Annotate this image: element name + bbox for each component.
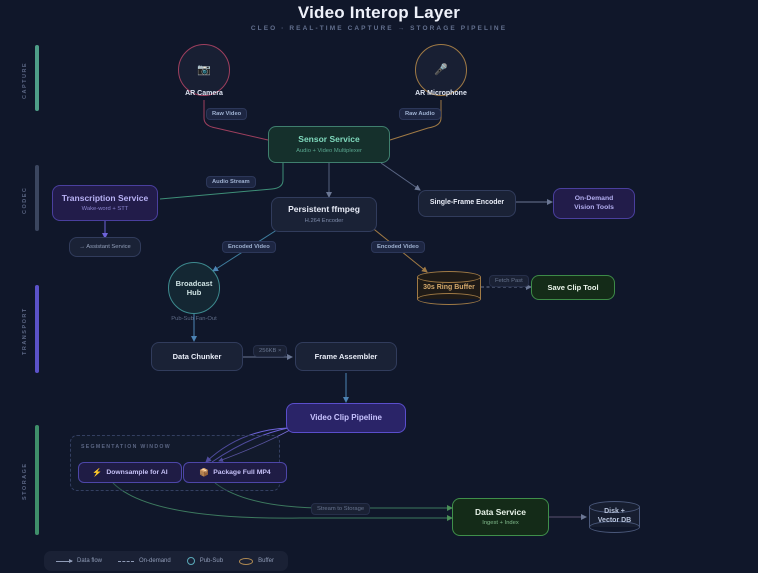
node-vision-tools-title: On-Demand [574,195,614,203]
edge-label-raw-audio: Raw Audio [399,108,441,121]
section-rail-storage [35,425,39,535]
package-icon: 📦 [199,467,210,477]
section-rail-capture [35,45,39,111]
node-vision-tools[interactable]: On-Demand Vision Tools [553,188,635,219]
node-frame-assembler[interactable]: Frame Assembler [295,342,397,371]
node-assistant-service[interactable]: → Assistant Service [69,237,141,257]
node-disk-db-label: Disk + Vector DB [589,501,640,533]
edge-label-chunk-size: 256KB × [253,345,288,358]
node-sensor-service[interactable]: Sensor Service Audio + Video Multiplexer [268,126,390,163]
edge-label-stream-to-storage: Stream to Storage [311,503,371,516]
node-sensor-service-title: Sensor Service [298,134,360,145]
node-disk-vector-db[interactable]: Disk + Vector DB [589,501,640,533]
node-ar-microphone-label: AR Microphone [415,90,467,97]
microphone-icon: 🎤 [434,63,448,76]
legend-item-pub-sub: Pub-Sub [186,557,224,565]
ring-buffer-top-ellipse [417,271,481,283]
node-broadcast-hub[interactable]: Broadcast Hub [168,262,220,314]
node-data-service[interactable]: Data Service Ingest + Index [452,498,549,536]
dashed-line-icon [118,560,135,562]
section-label-codec: CODEC [22,186,28,214]
node-broadcast-hub-caption: Pub-Sub Fan-Out [171,316,217,322]
pill-downsample-label: Downsample for AI [106,469,168,476]
ellipse-icon [239,557,254,565]
disk-db-bottom-ellipse [589,521,640,533]
node-data-service-title: Data Service [474,506,527,517]
node-disk-db-title2: Vector DB [597,517,632,524]
edge-label-raw-video: Raw Video [206,108,248,121]
node-vision-tools-title2: Vision Tools [574,203,614,211]
edge-label-fetch-past: Fetch Past [489,275,529,288]
section-rail-codec [35,165,39,231]
node-data-chunker-title: Data Chunker [172,352,222,361]
pill-package-full-mp4[interactable]: 📦 Package Full MP4 [183,462,287,483]
node-ffmpeg-title: Persistent ffmpeg [288,204,360,215]
node-video-clip-pipeline[interactable]: Video Clip Pipeline [286,403,406,433]
legend-label-buffer: Buffer [258,558,274,564]
legend-item-on-demand: On-demand [118,558,171,564]
legend-label-data-flow: Data flow [77,558,103,564]
node-ar-microphone[interactable]: 🎤 [415,44,467,96]
node-transcription-title: Transcription Service [61,192,149,203]
node-ar-camera[interactable]: 📷 [178,44,230,96]
node-save-clip-title: Save Clip Tool [547,283,599,292]
node-sensor-service-subtitle: Audio + Video Multiplexer [296,147,362,154]
node-frame-assembler-title: Frame Assembler [314,352,378,361]
legend-label-pub-sub: Pub-Sub [199,558,224,564]
section-label-transport: TRANSPORT [22,307,28,355]
bolt-icon: ⚡ [92,467,103,477]
arrow-line-icon [56,558,73,563]
pill-downsample-for-ai[interactable]: ⚡ Downsample for AI [78,462,182,483]
section-rail-transport [35,285,39,373]
page-title: Video Interop Layer [297,3,461,22]
legend-item-buffer: Buffer [239,557,274,565]
legend: Data flow On-demand Pub-Sub Buffer [44,551,288,571]
node-broadcast-hub-title: Broadcast [175,278,213,288]
node-ffmpeg-subtitle: H.264 Encoder [304,217,344,224]
node-disk-db-title: Disk + [604,508,625,516]
segmentation-window-label: SEGMENTATION WINDOW [81,444,171,450]
edge-label-encoded-video-left: Encoded Video [222,241,276,254]
legend-item-data-flow: Data flow [56,558,102,564]
node-transcription-service[interactable]: Transcription Service Wake-word + STT [52,185,158,221]
edge-label-audio-stream: Audio Stream [206,176,256,189]
ring-buffer-bottom-ellipse [417,293,481,305]
node-ring-buffer[interactable]: 30s Ring Buffer [417,271,481,305]
node-data-chunker[interactable]: Data Chunker [151,342,243,371]
node-single-frame-encoder[interactable]: Single-Frame Encoder [418,190,516,217]
node-transcription-subtitle: Wake-word + STT [81,206,129,213]
section-label-capture: CAPTURE [22,61,28,99]
node-ar-camera-label: AR Camera [185,90,223,97]
node-ring-buffer-title: 30s Ring Buffer [423,283,475,291]
node-broadcast-hub-title2: Hub [186,288,202,297]
node-persistent-ffmpeg[interactable]: Persistent ffmpeg H.264 Encoder [271,197,377,232]
circle-icon [186,557,195,565]
node-single-frame-title: Single-Frame Encoder [429,199,505,207]
section-label-storage: STORAGE [22,462,28,500]
camera-icon: 📷 [197,63,211,76]
page-subtitle: CLEO · REAL-TIME CAPTURE → STORAGE PIPEL… [250,25,508,32]
pill-package-label: Package Full MP4 [213,469,271,476]
node-assistant-label: → Assistant Service [79,243,131,250]
edge-label-encoded-video-right: Encoded Video [371,241,425,254]
node-data-service-subtitle: Ingest + Index [482,520,519,527]
disk-db-top-ellipse [589,501,640,513]
legend-label-on-demand: On-demand [139,558,171,564]
node-video-clip-title: Video Clip Pipeline [310,413,382,423]
node-save-clip-tool[interactable]: Save Clip Tool [531,275,615,300]
